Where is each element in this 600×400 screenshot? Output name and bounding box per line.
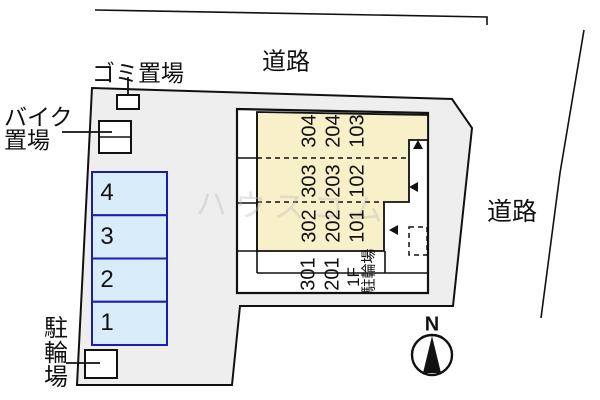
road-label-top: 道路 [262, 48, 310, 76]
room-label-101: 101 [346, 209, 369, 243]
garbage-label: ゴミ置場 [92, 60, 184, 86]
room-label-203: 203 [322, 164, 345, 198]
room-label-102: 102 [346, 164, 369, 198]
north-compass-icon [410, 333, 454, 377]
parking-number-3: 3 [100, 223, 114, 250]
room-label-202: 202 [322, 209, 345, 243]
road-line-right [540, 29, 585, 319]
room-label-303: 303 [298, 164, 321, 198]
parking-number-1: 1 [100, 309, 114, 336]
units-area [256, 111, 429, 252]
bicycle-shed-box [84, 349, 118, 379]
road-line-top [94, 9, 488, 25]
room-label-103: 103 [346, 114, 369, 148]
parking-space-3 [91, 214, 168, 260]
room-label-304: 304 [298, 114, 321, 148]
bicycle-1f-label: 駐輪場 [360, 248, 378, 294]
bike-parking-label-line1: バイク [4, 104, 73, 130]
north-label: N [424, 313, 440, 336]
room-label-201: 201 [321, 257, 344, 291]
room-label-204: 204 [322, 114, 345, 148]
parking-space-1 [91, 300, 168, 346]
parking-space-2 [91, 257, 168, 303]
parking-area [91, 171, 168, 346]
room-label-301: 301 [297, 257, 320, 291]
entrance-arrow-up-icon [413, 140, 423, 149]
parking-number-4: 4 [100, 179, 114, 206]
room-label-302: 302 [298, 209, 321, 243]
parking-number-2: 2 [100, 266, 114, 293]
garbage-box [116, 94, 140, 110]
entrance-arrow-left2-icon [389, 225, 398, 235]
bike-parking-label: バイク 置場 [4, 106, 73, 152]
entrance-arrow-left-icon [409, 182, 418, 192]
utility-dashed-box [408, 226, 428, 256]
bike-parking-label-line2: 置場 [4, 127, 50, 153]
bicycle-parking-label: 駐輪場 [44, 315, 68, 391]
road-label-right: 道路 [486, 198, 538, 226]
